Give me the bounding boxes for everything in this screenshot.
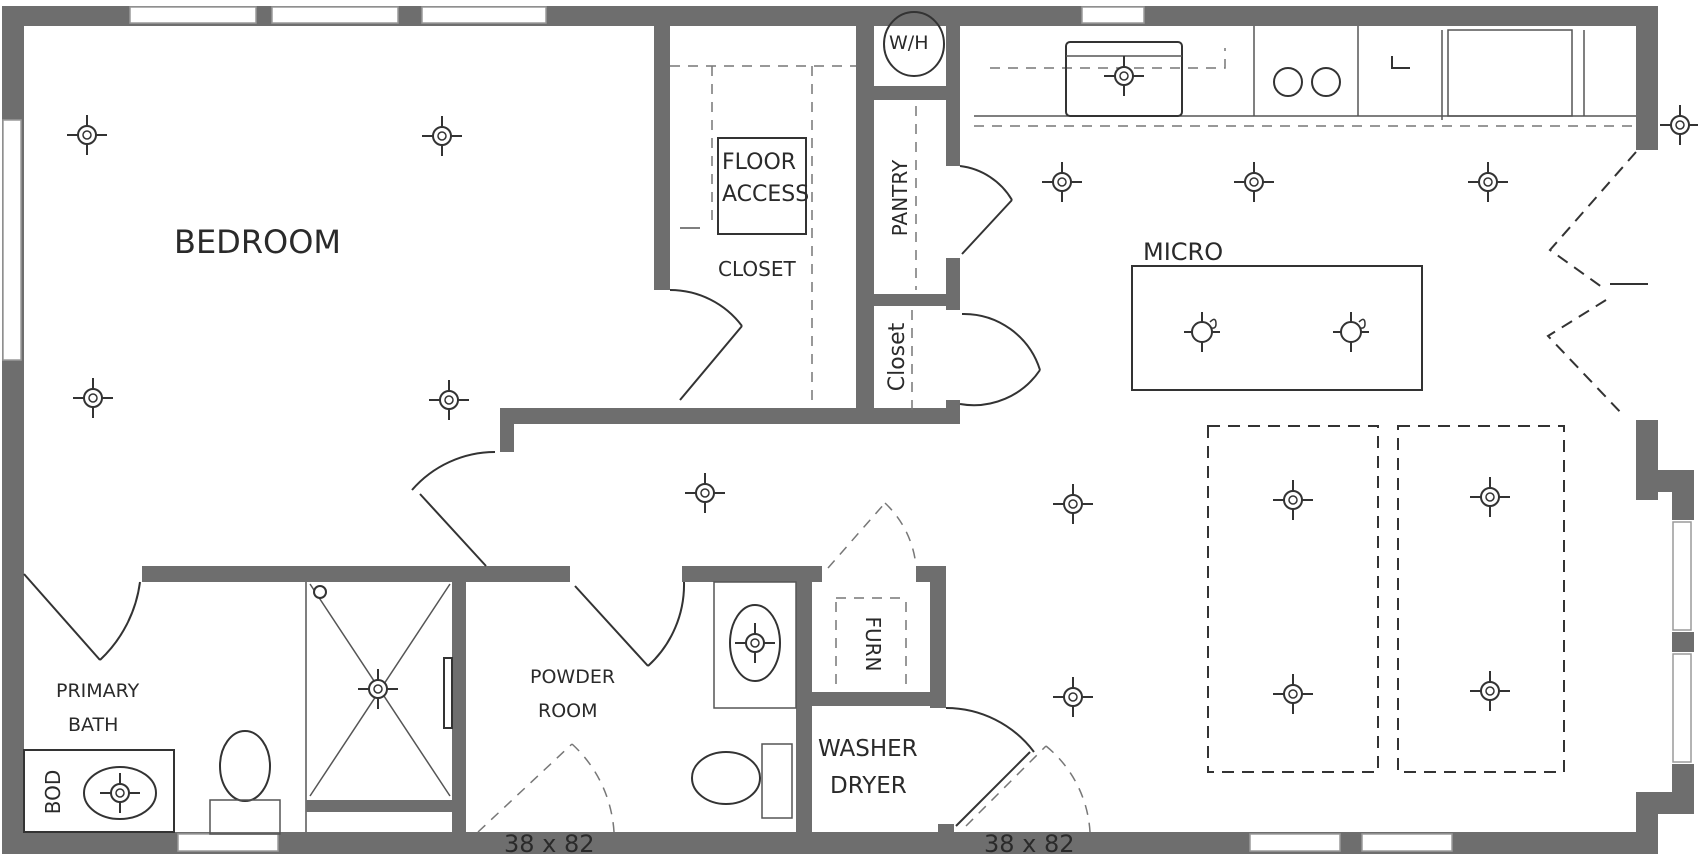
room-label-primary-bath-line2: BATH: [68, 714, 119, 736]
powder-room-fixtures: [691, 581, 797, 819]
door-size-label-powder: 38 x 82: [504, 830, 595, 858]
label-bod: BOD: [41, 769, 65, 815]
label-furnace: FURN: [861, 616, 885, 672]
interior-walls: [142, 6, 960, 838]
exterior-walls: [2, 6, 1694, 854]
room-label-primary-bath-line1: PRIMARY: [56, 680, 140, 702]
kitchen-counter: [974, 26, 1636, 127]
room-label-closet: CLOSET: [718, 257, 796, 281]
exterior-light-icon: [1659, 104, 1698, 146]
room-label-pantry: PANTRY: [888, 159, 912, 237]
water-heater-icon: [883, 11, 945, 77]
label-micro: MICRO: [1143, 238, 1224, 266]
room-label-powder-room-line1: POWDER: [530, 666, 616, 688]
floor-access-label-line2: ACCESS: [722, 182, 810, 207]
dining-area-right: [1397, 425, 1565, 773]
furnace-outline: [835, 597, 907, 690]
room-label-closet-small: Closet: [885, 322, 910, 392]
floor-access-label-line1: FLOOR: [722, 150, 797, 175]
pendant-lights: [1183, 311, 1370, 353]
doors: [23, 151, 1648, 833]
primary-bath-fixtures: [23, 583, 453, 835]
room-label-water-heater: W/H: [889, 32, 929, 54]
room-label-powder-room-line2: ROOM: [538, 700, 598, 722]
kitchen-island: [1131, 265, 1423, 391]
room-label-bedroom: BEDROOM: [174, 223, 342, 261]
dining-area-left: [1207, 425, 1379, 773]
windows: [2, 6, 1692, 852]
door-size-label-laundry: 38 x 82: [984, 830, 1075, 858]
room-label-washer-dryer-line2: DRYER: [830, 773, 907, 799]
room-label-washer-dryer-line1: WASHER: [818, 736, 918, 762]
closet-shelving: [670, 65, 856, 400]
